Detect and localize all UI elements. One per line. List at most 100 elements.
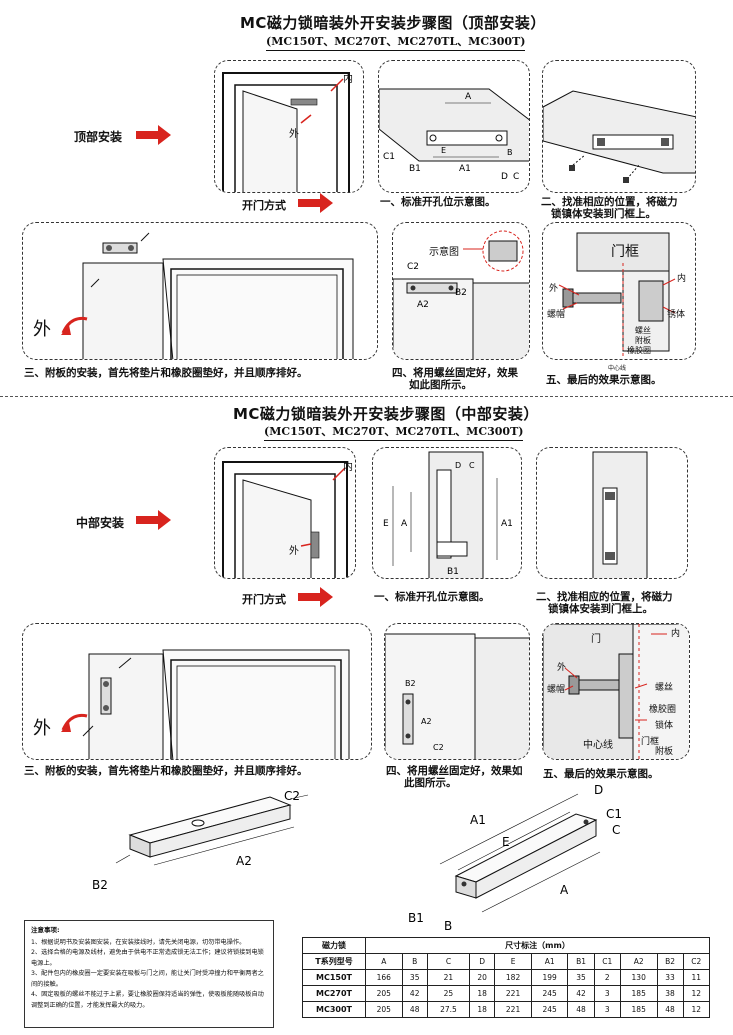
spec-col-header: A2 (619, 953, 658, 970)
middle-step5-panel: 门 内 外 螺帽 螺丝 橡胶圈 锁体 中心线 门框 附板 (542, 623, 690, 760)
top-step2-caption-a: 二、找准相应的位置，将磁力 (541, 196, 678, 208)
middle-step3-panel: 外 (22, 623, 372, 760)
middle-step5-body: 锁体 (655, 721, 674, 731)
svg-text:D: D (455, 461, 461, 470)
top-install-arrow-icon (136, 125, 171, 145)
spec-cell: 12 (682, 985, 711, 1002)
top-step5-drawing (558, 232, 676, 359)
top-inner-label: 内 (343, 74, 353, 85)
top-step1-drawing: A A1 E C1 B1 B D C (379, 88, 529, 182)
spec-cell: 182 (494, 969, 532, 986)
spec-cell: 245 (530, 1001, 569, 1018)
middle-step3-caption: 三、附板的安装，首先将垫片和橡胶圈垫好，并且顺序排好。 (24, 765, 308, 777)
lock-body-dimension-drawing: A1 E A B1 B D C1 C (408, 783, 622, 930)
top-step3-outer-arrow-icon (61, 316, 88, 335)
spec-cell: 33 (656, 969, 684, 986)
top-step5-caption: 五、最后的效果示意图。 (546, 374, 662, 386)
spec-col-header: B (401, 953, 428, 970)
spec-cell: 42 (567, 985, 595, 1002)
top-step1-caption: 一、标准开孔位示意图。 (380, 196, 496, 208)
top-step3-caption: 三、附板的安装，首先将垫片和橡胶圈垫好，并且顺序排好。 (24, 367, 308, 379)
spec-col-header: A1 (530, 953, 569, 970)
plate-dimension-drawing: C2 A2 B2 (92, 789, 309, 892)
top-step4-panel: C2 A2 B2 示意图 (392, 222, 530, 360)
table-row: MC300T 205 48 27.5 18 221 245 48 3 185 4… (302, 1001, 711, 1018)
middle-step5-rubber: 橡胶圈 (649, 705, 677, 715)
spec-cell: 3 (593, 1001, 621, 1018)
spec-cell: 38 (656, 985, 684, 1002)
svg-text:E: E (383, 519, 389, 529)
middle-open-label: 开门方式 (242, 593, 286, 606)
svg-text:A2: A2 (417, 300, 429, 310)
svg-text:C2: C2 (284, 789, 300, 803)
spec-cell: 199 (530, 969, 569, 986)
top-step5-body: 锈体 (667, 310, 686, 320)
svg-text:A1: A1 (501, 519, 513, 529)
svg-text:B: B (444, 919, 452, 930)
middle-step5-screw: 螺丝 (655, 683, 674, 693)
top-step5-plate: 附板 (635, 336, 651, 345)
top-title: MC磁力锁暗装外开安装步骤图（顶部安装） (240, 14, 546, 32)
top-step3-outer-label: 外 (33, 319, 51, 340)
spec-cell: 21 (426, 969, 471, 986)
top-step5-screw-cap: 螺帽 (547, 310, 566, 320)
spec-col-header: C (426, 953, 471, 970)
top-step5-panel: 门框 外 螺帽 内 锈体 螺丝 附板 橡胶圈 (542, 222, 696, 360)
middle-step3-drawing (82, 649, 350, 759)
spec-cell: 18 (469, 1001, 496, 1018)
svg-text:A: A (401, 519, 408, 529)
spec-col-header: E (494, 953, 532, 970)
spec-cell: 245 (530, 985, 569, 1002)
middle-step2-drawing (592, 451, 648, 578)
svg-text:B2: B2 (455, 288, 467, 298)
top-step3-panel: 外 (22, 222, 378, 360)
spec-cell: 12 (682, 1001, 711, 1018)
middle-step5-outer: 外 (557, 663, 567, 673)
spec-cell: 221 (494, 1001, 532, 1018)
svg-text:A2: A2 (236, 854, 252, 868)
svg-text:E: E (441, 146, 446, 155)
middle-step4-panel: B2 A2 C2 (384, 623, 530, 760)
svg-text:D: D (594, 783, 603, 797)
spec-cell: 2 (593, 969, 621, 986)
middle-step5-screw-cap: 螺帽 (547, 685, 566, 695)
spec-cell: 166 (365, 969, 403, 986)
spec-cell: 20 (469, 969, 496, 986)
svg-text:B: B (507, 148, 513, 157)
spec-table: 磁力锁 尺寸标注（mm） T系列型号 A B C D E A1 B1 C1 A2… (302, 937, 711, 1018)
spec-cell: 205 (365, 985, 403, 1002)
top-door-panel: 内 外 (214, 60, 364, 193)
top-step4-caption-a: 四、将用螺丝固定好，效果 (392, 367, 518, 379)
middle-step2-caption-a: 二、找准相应的位置，将磁力 (536, 591, 673, 603)
section-divider (0, 396, 733, 397)
spec-col-header: C2 (682, 953, 711, 970)
top-door-frame-label: 门框 (611, 244, 639, 260)
middle-step5-frame: 门框 (641, 737, 660, 747)
middle-step3-outer-label: 外 (33, 718, 51, 739)
top-step4-caption-b: 如此图所示。 (409, 379, 472, 391)
note-item: 2、选择合格的电源及线材，避免由于供电不正常造成锁无法工作；建议将锁接到电锁电源… (31, 949, 264, 967)
notes-box: 注意事项: 1、根据说明书及安装图安装，在安装接线时，请先关闭电源，切勿带电操作… (24, 920, 274, 1028)
top-step5-inner: 内 (677, 274, 687, 284)
middle-models: (MC150T、MC270T、MC270TL、MC300T) (264, 423, 524, 441)
svg-text:C: C (612, 823, 620, 837)
svg-text:B1: B1 (409, 164, 421, 174)
top-open-label: 开门方式 (242, 199, 286, 212)
middle-step2-panel (536, 447, 688, 579)
svg-text:C: C (469, 461, 475, 470)
notes-title: 注意事项: (31, 926, 60, 934)
middle-step5-inner: 内 (671, 629, 681, 639)
svg-text:B2: B2 (92, 878, 108, 892)
note-item: 3、配件包内的橡皮圈一定要安装在吸板与门之间，能让关门时受冲撞力和平衡两者之间的… (31, 970, 264, 988)
top-schematic-label: 示意图 (429, 247, 459, 258)
spec-cell: 48 (567, 1001, 595, 1018)
middle-door-diagram (222, 461, 348, 578)
spec-cell: 205 (365, 1001, 403, 1018)
top-center-line: 中心线 (608, 365, 627, 372)
svg-text:A: A (560, 883, 569, 897)
top-door-diagram (222, 72, 350, 192)
svg-text:A2: A2 (421, 717, 432, 726)
spec-col-header: A (365, 953, 403, 970)
middle-step1-caption: 一、标准开孔位示意图。 (374, 591, 490, 603)
middle-inner-label: 内 (343, 462, 353, 473)
